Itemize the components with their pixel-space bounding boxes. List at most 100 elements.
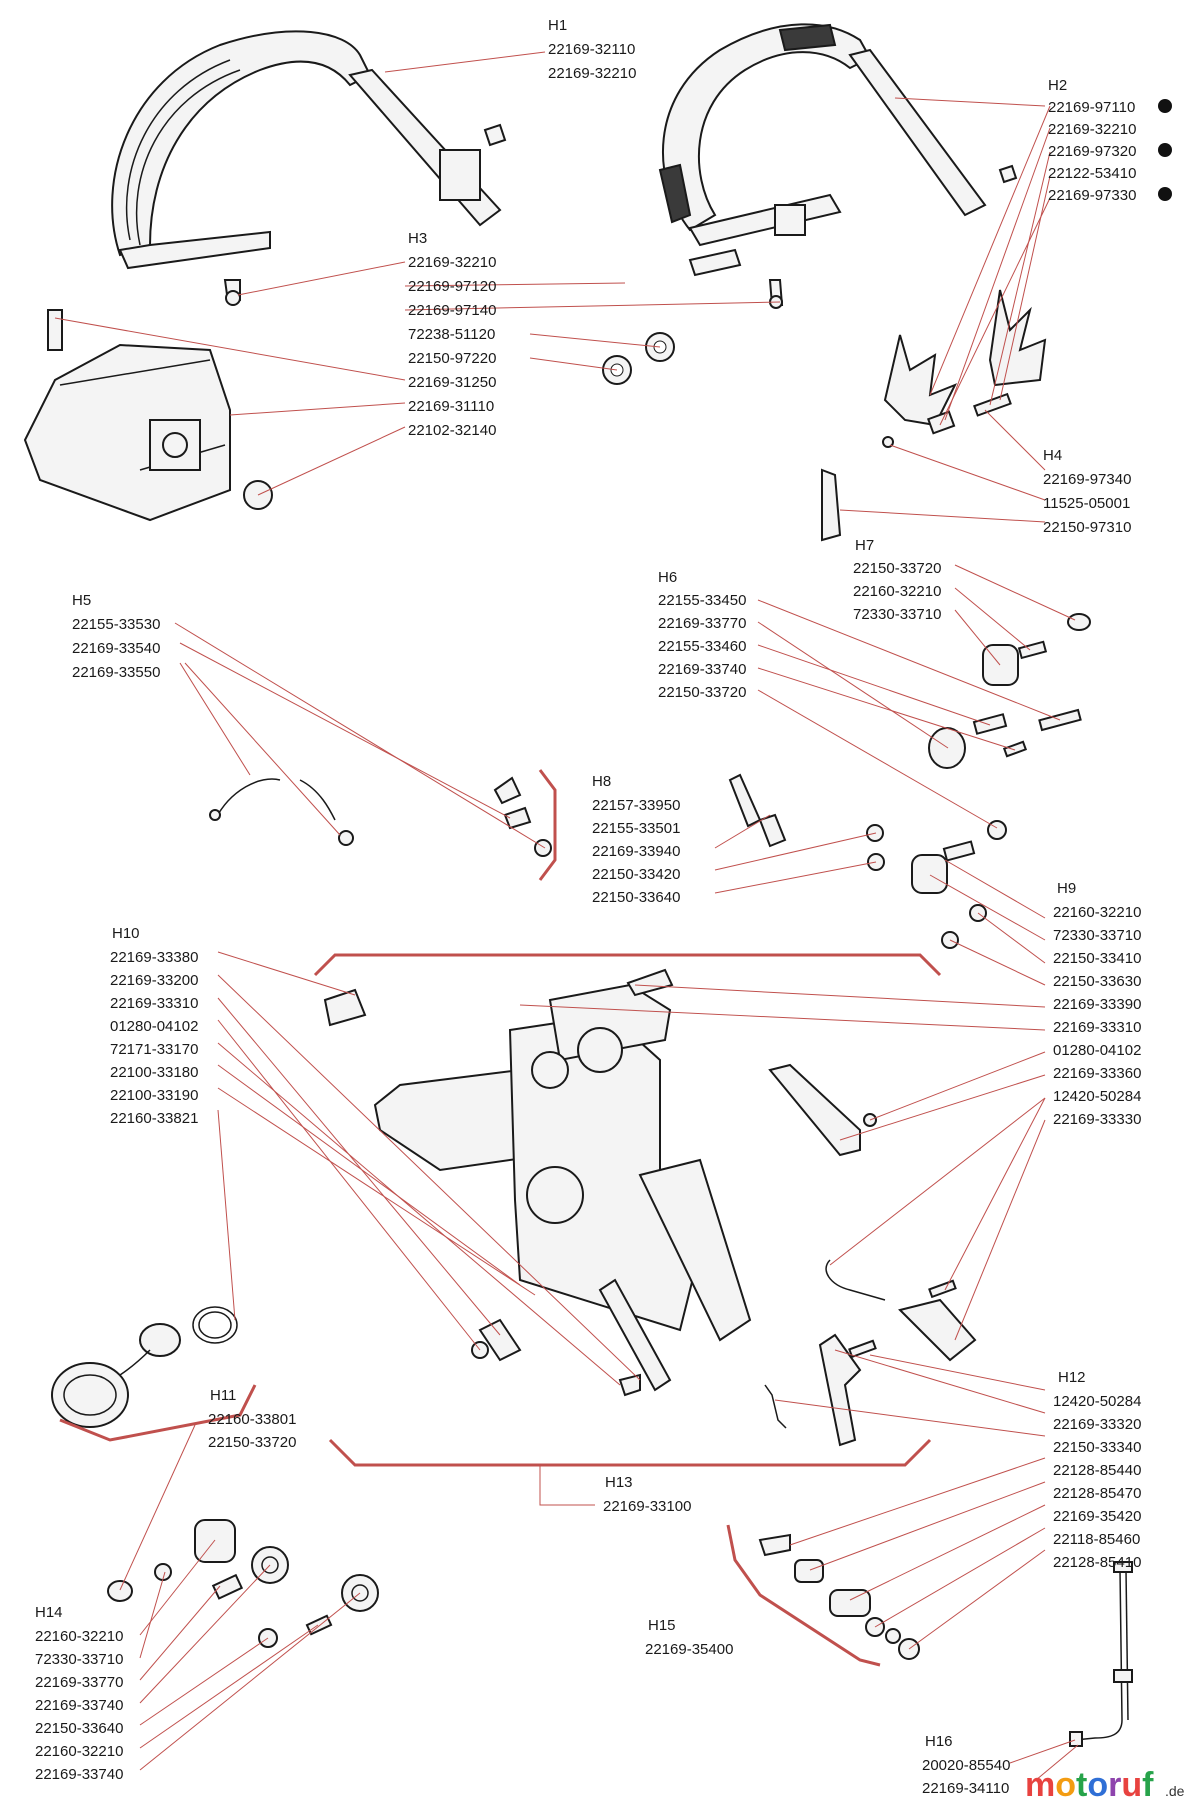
part-number[interactable]: 72330-33710	[853, 606, 941, 623]
part-number[interactable]: 22169-32210	[548, 65, 636, 82]
part-number[interactable]: 22169-33740	[35, 1766, 123, 1783]
part-number[interactable]: 22169-33770	[35, 1674, 123, 1691]
watermark-letter: o	[1087, 1766, 1108, 1800]
part-number[interactable]: 22160-32210	[35, 1628, 123, 1645]
part-number[interactable]: 22155-33460	[658, 638, 746, 655]
part-number[interactable]: 22118-85460	[1053, 1531, 1140, 1548]
part-number[interactable]: 22169-97340	[1043, 471, 1131, 488]
part-number[interactable]: 22169-32210	[408, 254, 496, 271]
part-number[interactable]: 22160-33821	[110, 1110, 198, 1127]
part-number[interactable]: 22155-33530	[72, 616, 160, 633]
part-number[interactable]: 12420-50284	[1053, 1088, 1141, 1105]
part-number[interactable]: 22169-31110	[408, 398, 494, 415]
part-number[interactable]: 22150-33720	[658, 684, 746, 701]
group-id: H12	[1058, 1369, 1086, 1386]
group-id: H15	[648, 1617, 676, 1634]
watermark-letter: m	[1025, 1766, 1055, 1800]
part-number[interactable]: 22155-33450	[658, 592, 746, 609]
label-group-h10: H10 22169-33380 22169-33200 22169-33310 …	[110, 925, 198, 1127]
label-group-h5: H5 22155-33530 22169-33540 22169-33550	[72, 592, 160, 681]
part-number[interactable]: 22150-33720	[853, 560, 941, 577]
part-number[interactable]: 12420-50284	[1053, 1393, 1141, 1410]
part-number[interactable]: 22160-32210	[853, 583, 941, 600]
part-number[interactable]: 22169-97320	[1048, 143, 1136, 160]
part-number[interactable]: 22169-31250	[408, 374, 496, 391]
part-number[interactable]: 22100-33190	[110, 1087, 198, 1104]
part-number[interactable]: 22150-33340	[1053, 1439, 1141, 1456]
part-number[interactable]: 22128-85470	[1053, 1485, 1141, 1502]
part-number[interactable]: 72171-33170	[110, 1041, 198, 1058]
part-number[interactable]: 22150-97220	[408, 350, 496, 367]
group-id: H4	[1043, 447, 1062, 464]
part-number[interactable]: 11525-05001	[1043, 495, 1130, 512]
part-number[interactable]: 22169-97110	[1048, 99, 1135, 116]
tank-cap-h11	[51, 1306, 238, 1428]
label-group-h8: H8 22157-33950 22155-33501 22169-33940 2…	[592, 773, 680, 906]
part-number[interactable]: 22169-33320	[1053, 1416, 1141, 1433]
part-number[interactable]: 22169-33390	[1053, 996, 1141, 1013]
group-id: H14	[35, 1604, 63, 1621]
part-number[interactable]: 22169-33330	[1053, 1111, 1141, 1128]
part-number[interactable]: 22169-35400	[645, 1641, 733, 1658]
part-number[interactable]: 22169-32210	[1048, 121, 1136, 138]
throttle-parts-h12	[764, 1259, 977, 1447]
part-number[interactable]: 20020-85540	[922, 1757, 1010, 1774]
part-number[interactable]: 22155-33501	[592, 820, 680, 837]
part-number[interactable]: 22128-85410	[1053, 1554, 1141, 1571]
part-number[interactable]: 72330-33710	[35, 1651, 123, 1668]
part-number[interactable]: 22169-97120	[408, 278, 496, 295]
part-number[interactable]: 22169-32110	[548, 41, 635, 58]
group-id: H2	[1048, 77, 1067, 94]
part-number[interactable]: 22150-33630	[1053, 973, 1141, 990]
part-number[interactable]: 22169-33380	[110, 949, 198, 966]
bullet-marker-icon	[1158, 143, 1172, 157]
part-number[interactable]: 22150-97310	[1043, 519, 1131, 536]
top-cover-h3	[23, 309, 675, 522]
part-number[interactable]: 22122-53410	[1048, 165, 1136, 182]
group-id: H8	[592, 773, 611, 790]
part-number[interactable]: 22169-33770	[658, 615, 746, 632]
part-number[interactable]: 72238-51120	[408, 326, 495, 343]
part-number[interactable]: 22169-35420	[1053, 1508, 1141, 1525]
part-number[interactable]: 22150-33640	[592, 889, 680, 906]
part-number[interactable]: 22169-33740	[35, 1697, 123, 1714]
part-number[interactable]: 22102-32140	[408, 422, 496, 439]
part-number[interactable]: 22160-32210	[35, 1743, 123, 1760]
part-number[interactable]: 01280-04102	[110, 1018, 198, 1035]
part-number[interactable]: 22128-85440	[1053, 1462, 1141, 1479]
part-number[interactable]: 22169-33740	[658, 661, 746, 678]
part-number[interactable]: 72330-33710	[1053, 927, 1141, 944]
label-group-h9: H9 22160-32210 72330-33710 22150-33410 2…	[1053, 880, 1141, 990]
group-id: H7	[855, 537, 874, 554]
part-number[interactable]: 22169-33200	[110, 972, 198, 989]
part-number[interactable]: 22160-32210	[1053, 904, 1141, 921]
part-number[interactable]: 22169-97140	[408, 302, 496, 319]
group-id: H1	[548, 17, 567, 34]
part-number[interactable]: 22100-33180	[110, 1064, 198, 1081]
part-number[interactable]: 22169-33310	[110, 995, 198, 1012]
part-number[interactable]: 22169-33100	[603, 1498, 691, 1515]
part-number[interactable]: 22157-33950	[592, 797, 680, 814]
part-number[interactable]: 22160-33801	[208, 1411, 296, 1428]
label-group-h6: H6 22155-33450 22169-33770 22155-33460 2…	[658, 569, 746, 701]
part-number[interactable]: 22169-33550	[72, 664, 160, 681]
part-number[interactable]: 22169-34110	[922, 1780, 1009, 1797]
part-number[interactable]: 22169-33940	[592, 843, 680, 860]
part-number[interactable]: 22150-33720	[208, 1434, 296, 1451]
part-number[interactable]: 01280-04102	[1053, 1042, 1141, 1059]
watermark-letter: o	[1055, 1766, 1076, 1800]
label-group-h14: H14 22160-32210 72330-33710 22169-33770 …	[35, 1604, 123, 1783]
group-id: H3	[408, 230, 427, 247]
part-number[interactable]: 22169-33310	[1053, 1019, 1141, 1036]
front-handle-h1	[111, 30, 507, 306]
part-number[interactable]: 22150-33420	[592, 866, 680, 883]
part-number[interactable]: 22150-33410	[1053, 950, 1141, 967]
part-number[interactable]: 22169-97330	[1048, 187, 1136, 204]
part-number[interactable]: 22169-33360	[1053, 1065, 1141, 1082]
bullet-marker-icon	[1158, 187, 1172, 201]
part-number[interactable]: 22169-33540	[72, 640, 160, 657]
part-number[interactable]: 22150-33640	[35, 1720, 123, 1737]
group-id: H13	[605, 1474, 633, 1491]
